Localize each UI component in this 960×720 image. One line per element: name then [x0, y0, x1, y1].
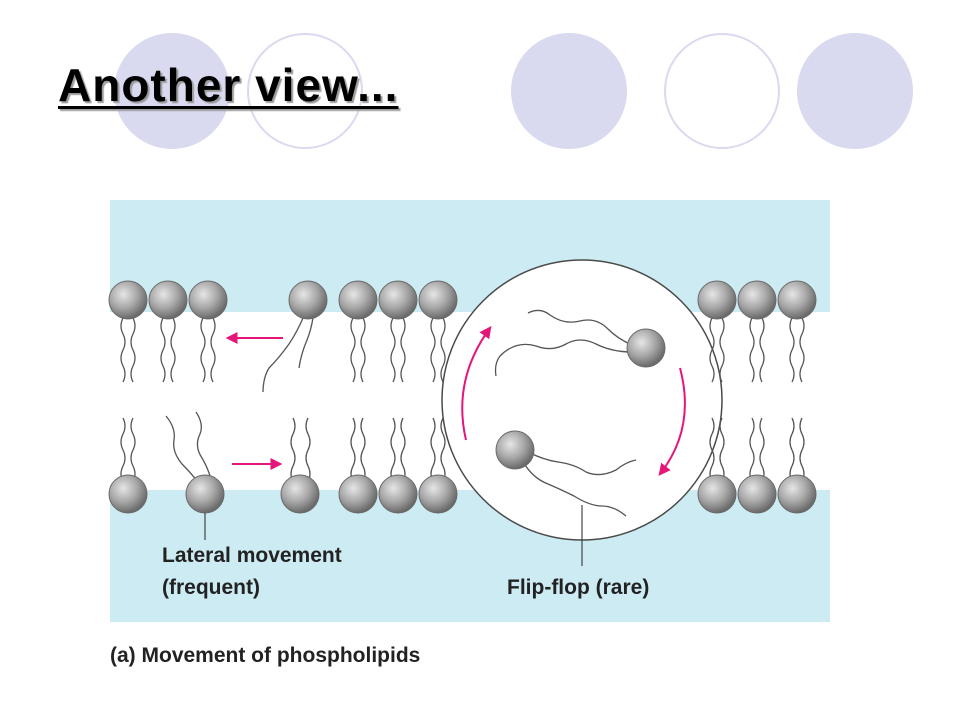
- flip-arrow-up: [461, 326, 492, 441]
- lipid-heads: [108, 280, 817, 514]
- leader-lines: [204, 505, 583, 566]
- deco-circle-5: [797, 33, 913, 149]
- figure-caption: (a) Movement of phospholipids: [110, 644, 420, 667]
- deco-circle-4: [664, 33, 780, 149]
- flip-flop-circle: [441, 259, 723, 541]
- movement-arrows: [225, 326, 686, 476]
- lipid-tails: [120, 309, 805, 517]
- label-flip-flop: Flip-flop (rare): [507, 576, 649, 599]
- label-lateral-frequent: (frequent): [162, 576, 260, 599]
- flip-arrow-down: [658, 367, 686, 476]
- label-lateral-movement: Lateral movement: [162, 544, 342, 567]
- deco-circle-2: [247, 33, 363, 149]
- slide-title: Another view...: [58, 59, 399, 111]
- deco-circle-3: [511, 33, 627, 149]
- deco-circle-1: [114, 33, 230, 149]
